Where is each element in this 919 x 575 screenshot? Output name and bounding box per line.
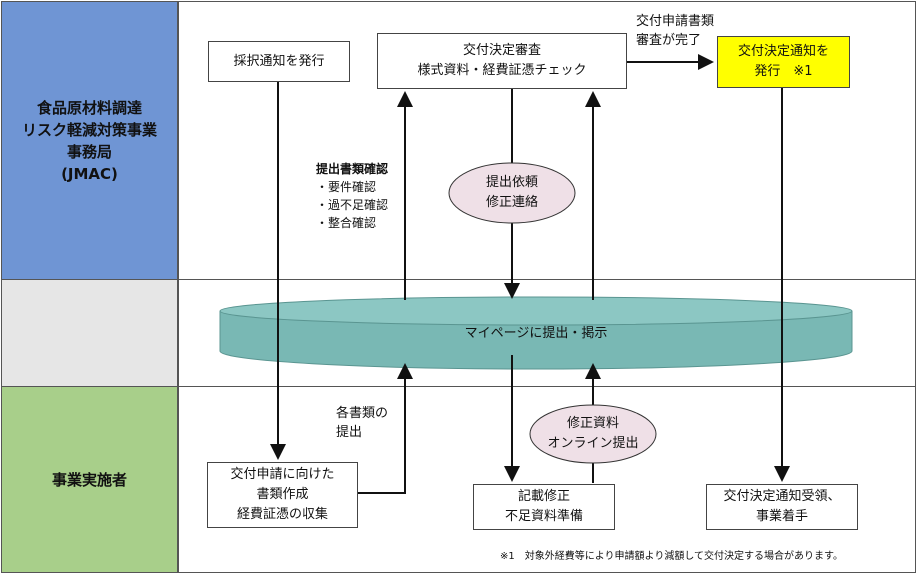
decision-notice-box: 交付決定通知を 発行 ※1 (717, 36, 850, 88)
platform-label: マイページに提出・掲示 (464, 326, 608, 341)
review-complete-label: 交付申請書類 審査が完了 (636, 14, 715, 48)
prepare-docs-box: 交付申請に向けた 書類作成 経費証憑の収集 (207, 462, 358, 528)
revise-box: 記載修正 不足資料準備 (473, 484, 615, 530)
receive-notice-box: 交付決定通知受領、 事業着手 (706, 484, 858, 530)
online-submit-oval: 修正資料 オンライン提出 (547, 416, 639, 451)
submit-docs-label: 各書類の 提出 (336, 406, 389, 440)
lane-label-jmac: 食品原材料調達 リスク軽減対策事業 事務局 (JMAC) (2, 2, 178, 279)
adoption-notice-box: 採択通知を発行 (208, 41, 350, 82)
request-oval: 提出依頼 修正連絡 (485, 175, 538, 210)
lane-label-implementer: 事業実施者 (2, 387, 178, 572)
review-box: 交付決定審査 様式資料・経費証憑チェック (377, 33, 627, 89)
doc-check-title: 提出書類確認 (316, 162, 389, 176)
doc-check-items: ・要件確認 ・過不足確認 ・整合確認 (316, 180, 389, 230)
footnote: ※1 対象外経費等により申請額より減額して交付決定する場合があります。 (500, 551, 844, 562)
lane-label-middle (2, 280, 178, 386)
